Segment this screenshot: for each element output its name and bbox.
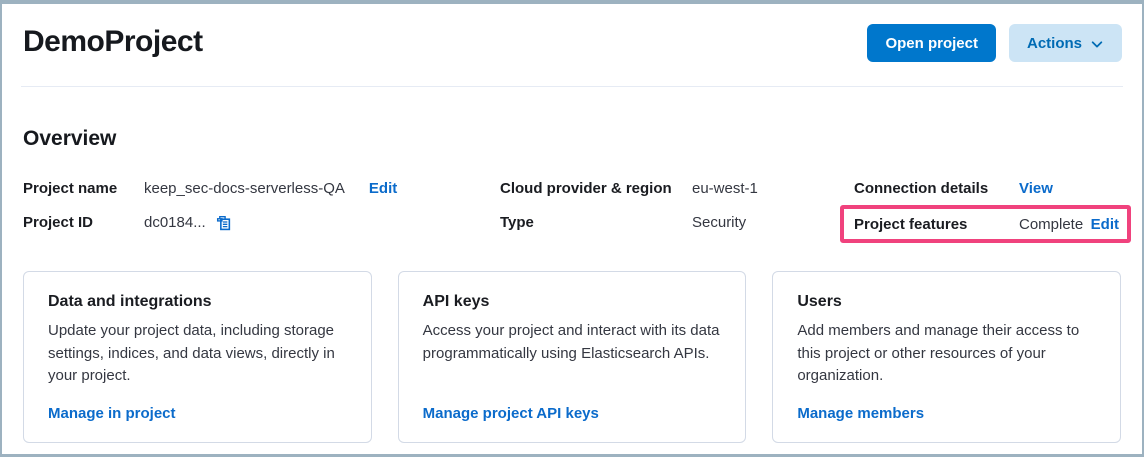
project-features-value: Complete bbox=[1019, 215, 1084, 233]
card-title: Data and integrations bbox=[48, 293, 212, 310]
type-label: Type bbox=[500, 213, 534, 231]
header-actions: Open project Actions bbox=[867, 22, 1122, 62]
card-description: Access your project and interact with it… bbox=[422, 322, 720, 362]
overview-heading: Overview bbox=[23, 127, 117, 150]
card-users: Users Add members and manage their acces… bbox=[772, 271, 1122, 443]
card-api-keys: API keys Access your project and interac… bbox=[397, 271, 747, 443]
cloud-provider-label: Cloud provider & region bbox=[500, 179, 672, 197]
project-features-row-highlighted: Project features Complete Edit bbox=[840, 205, 1131, 243]
connection-details-label: Connection details bbox=[854, 179, 989, 197]
project-details: Project name keep_sec-docs-serverless-QA… bbox=[23, 171, 1131, 243]
project-id-row: Project ID dc0184... bbox=[23, 205, 500, 239]
project-features-label: Project features bbox=[854, 215, 968, 233]
project-name-label: Project name bbox=[23, 179, 118, 197]
feature-cards: Data and integrations Update your projec… bbox=[2, 271, 1142, 443]
type-row: Type Security bbox=[500, 205, 854, 239]
manage-members-link[interactable]: Manage members bbox=[797, 405, 925, 422]
project-features-edit-link[interactable]: Edit bbox=[1090, 215, 1119, 233]
manage-project-api-keys-link[interactable]: Manage project API keys bbox=[422, 405, 599, 422]
type-value: Security bbox=[692, 213, 747, 231]
details-column-3: Connection details View Project features… bbox=[840, 171, 1131, 243]
card-title: Users bbox=[797, 293, 842, 310]
connection-details-row: Connection details View bbox=[854, 171, 1122, 205]
details-column-1: Project name keep_sec-docs-serverless-QA… bbox=[23, 171, 500, 239]
card-title: API keys bbox=[422, 293, 490, 310]
details-column-2: Cloud provider & region eu-west-1 Type S… bbox=[500, 171, 854, 239]
connection-details-view-link[interactable]: View bbox=[1019, 179, 1053, 197]
cloud-provider-row: Cloud provider & region eu-west-1 bbox=[500, 171, 854, 205]
project-name-value: keep_sec-docs-serverless-QA bbox=[144, 179, 345, 197]
open-project-button[interactable]: Open project bbox=[867, 24, 996, 62]
actions-button-label: Actions bbox=[1026, 34, 1082, 52]
project-id-label: Project ID bbox=[23, 213, 94, 231]
cloud-provider-value: eu-west-1 bbox=[692, 179, 758, 197]
chevron-down-icon bbox=[1090, 37, 1104, 51]
manage-in-project-link[interactable]: Manage in project bbox=[48, 405, 176, 422]
actions-button[interactable]: Actions bbox=[1008, 24, 1122, 62]
overview-section: Overview Project name keep_sec-docs-serv… bbox=[2, 127, 1142, 243]
card-description: Add members and manage their access to t… bbox=[797, 322, 1080, 384]
project-id-value: dc0184... bbox=[144, 213, 206, 231]
copy-icon[interactable] bbox=[215, 214, 232, 231]
card-description: Update your project data, including stor… bbox=[48, 322, 335, 384]
card-data-and-integrations: Data and integrations Update your projec… bbox=[23, 271, 372, 443]
project-name-edit-link[interactable]: Edit bbox=[368, 179, 398, 197]
page-title: DemoProject bbox=[23, 25, 203, 58]
project-name-row: Project name keep_sec-docs-serverless-QA… bbox=[23, 171, 500, 205]
page-header: DemoProject Open project Actions bbox=[2, 4, 1142, 62]
header-divider bbox=[21, 86, 1123, 87]
